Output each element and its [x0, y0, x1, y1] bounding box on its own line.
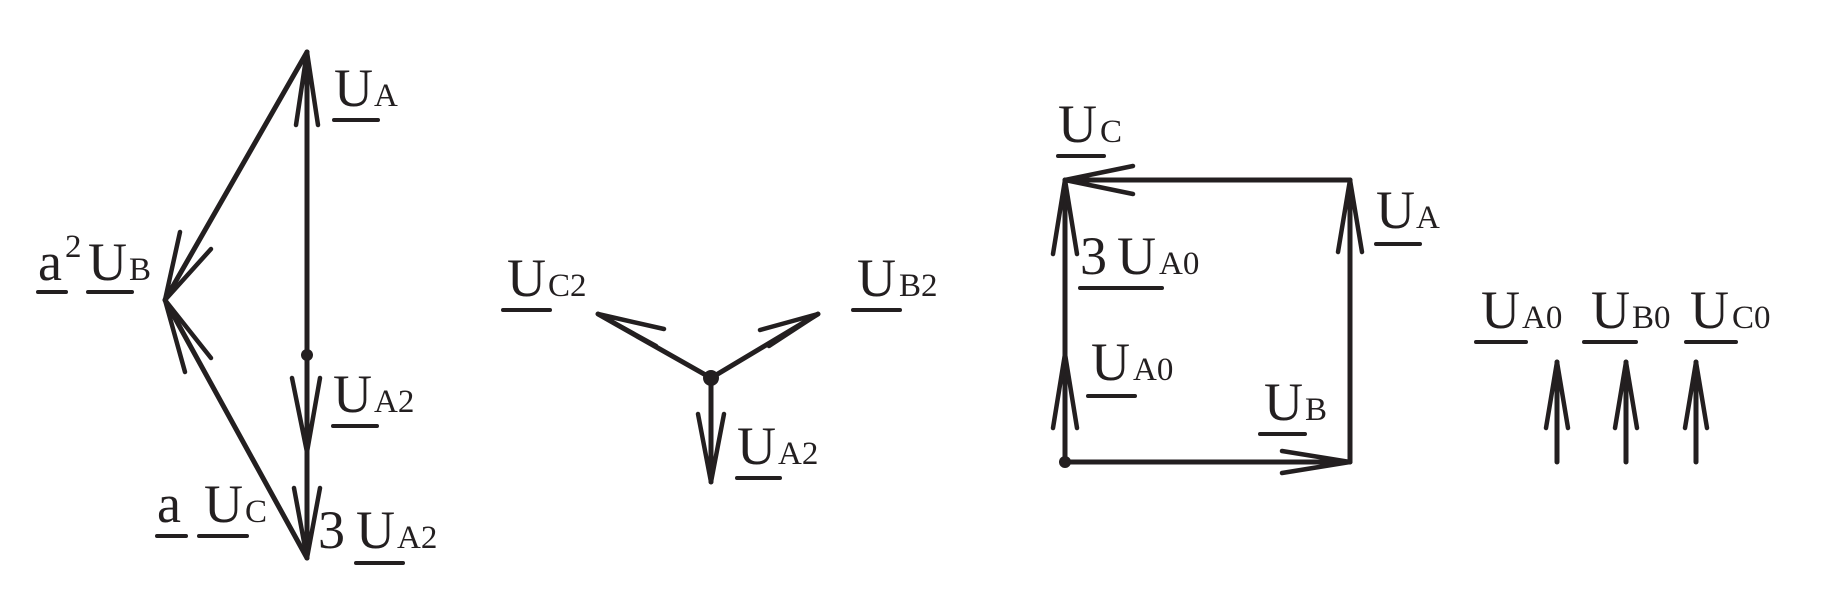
rectangle-phasor-diagram: U C U A 3 U A0 U A0 U B [1050, 94, 1440, 476]
arrowhead-ub2 [757, 311, 821, 349]
vector-a2ub [162, 49, 310, 303]
arrowhead-ua0-zero [1543, 359, 1571, 431]
arrowhead-a2ub [162, 229, 214, 303]
arrowhead-ua0-rect [1050, 351, 1080, 431]
arrowhead-uc2 [595, 311, 667, 349]
star-phasor-diagram: U C2 U B2 U A2 [501, 248, 938, 485]
label-uc2: U C2 [501, 248, 587, 312]
label-subscript: B [129, 252, 151, 288]
label-main: U [737, 416, 776, 476]
label-ua0-rect: U A0 [1086, 332, 1173, 398]
arrowhead-3ua2 [291, 485, 323, 561]
origin-dot-star [703, 370, 719, 386]
label-ua2-star: U A2 [735, 416, 818, 480]
label-ub-rect: U B [1258, 372, 1327, 436]
label-a2-ub: a 2 U B [36, 229, 151, 294]
label-subscript: A2 [397, 520, 437, 556]
label-subscript: C [1100, 114, 1122, 150]
label-coefficient: a [38, 232, 62, 292]
label-main: U [1376, 180, 1415, 240]
label-subscript: A2 [778, 436, 818, 472]
label-subscript: A2 [374, 384, 414, 420]
zero-sequence-phasors: U A0 U B0 U C0 [1474, 280, 1771, 465]
label-subscript: B0 [1632, 300, 1671, 336]
label-subscript: A0 [1133, 352, 1173, 388]
origin-dot-left [301, 349, 313, 361]
label-ua-left: U A [332, 58, 398, 122]
label-main: U [88, 232, 127, 292]
label-main: U [1058, 94, 1097, 154]
label-3ua0: 3 U A0 [1078, 226, 1199, 290]
label-subscript: A [1416, 200, 1440, 236]
arrowhead-3ua0-top [1050, 177, 1080, 257]
label-a-uc: a U C [155, 474, 267, 538]
label-subscript: C2 [548, 268, 587, 304]
label-ua-rect: U A [1374, 180, 1440, 246]
label-main: U [356, 500, 395, 560]
label-3ua2: 3 U A2 [318, 500, 437, 565]
label-subscript: C0 [1732, 300, 1771, 336]
vector-auc [162, 297, 310, 561]
label-main: U [1091, 332, 1130, 392]
label-uc-rect: U C [1056, 94, 1122, 158]
label-main: U [334, 58, 373, 118]
label-ua2-left: U A2 [331, 364, 414, 428]
label-uc0-zero: U C0 [1684, 280, 1771, 344]
label-main: U [857, 248, 896, 308]
label-ub2: U B2 [851, 248, 938, 312]
label-subscript: C [245, 494, 267, 530]
label-main: U [1481, 280, 1520, 340]
label-subscript: B [1305, 392, 1327, 428]
label-main: U [1690, 280, 1729, 340]
arrowhead-uc0-zero [1682, 359, 1710, 431]
label-subscript: B2 [899, 268, 938, 304]
label-ua0-zero: U A0 [1474, 280, 1562, 344]
label-subscript: A0 [1522, 300, 1562, 336]
label-superscript: 2 [65, 229, 82, 265]
label-main: U [1264, 372, 1303, 432]
label-subscript: A0 [1159, 246, 1199, 282]
label-main: U [507, 248, 546, 308]
left-phasor-diagram: U A a 2 U B U A2 a U C 3 [36, 49, 437, 565]
label-coefficient: 3 [318, 500, 345, 560]
label-subscript: A [374, 78, 398, 114]
label-main: U [1117, 226, 1156, 286]
label-main: U [204, 474, 243, 534]
label-coefficient: 3 [1080, 226, 1107, 286]
label-coefficient: a [157, 474, 181, 534]
label-main: U [333, 364, 372, 424]
arrowhead-ub0-zero [1612, 359, 1640, 431]
origin-dot-rect [1059, 456, 1071, 468]
label-main: U [1591, 280, 1630, 340]
arrowhead-ua2-star [695, 411, 727, 485]
label-ub0-zero: U B0 [1582, 280, 1671, 344]
arrowhead-auc [162, 297, 214, 375]
